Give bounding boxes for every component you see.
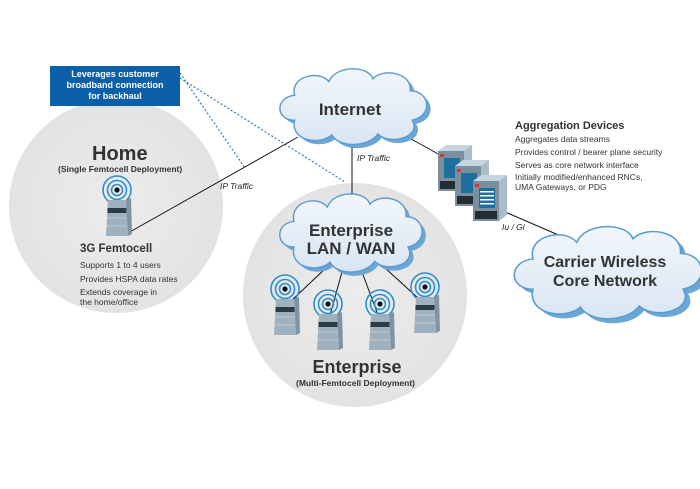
- aggregation-bullet-2: Provides control / bearer plane security: [515, 147, 663, 157]
- callout-line-2: broadband connection: [66, 80, 164, 90]
- enterprise-ip-traffic-label: IP Traffic: [357, 153, 391, 163]
- callout-line-3: for backhaul: [88, 91, 142, 101]
- callout-connector-home: [179, 72, 246, 169]
- enterprise-title: Enterprise: [312, 357, 402, 377]
- femtocell-bullet-4: the home/office: [80, 297, 138, 307]
- callout-line-1: Leverages customer: [71, 69, 159, 79]
- carrier-label-2: Core Network: [552, 273, 658, 290]
- enterprise-lan-label-1: Enterprise: [308, 221, 394, 240]
- home-subtitle: (Single Femtocell Deployment): [58, 164, 183, 174]
- enterprise-subtitle: (Multi-Femtocell Deployment): [296, 378, 416, 388]
- home-to-internet-link: [127, 136, 299, 234]
- femtocell-bullet-2: Provides HSPA data rates: [80, 274, 178, 284]
- aggregation-bullet-5: UMA Gateways, or PDG: [515, 182, 607, 192]
- femtocell-bullet-1: Supports 1 to 4 users: [80, 260, 161, 270]
- backhaul-callout: Leverages customer broadband connection …: [50, 66, 180, 106]
- home-ip-traffic-label: IP Traffic: [220, 181, 254, 191]
- femtocell-title: 3G Femtocell: [80, 243, 153, 255]
- core-interface-label: Iu / Gi: [502, 222, 525, 232]
- femtocell-bullet-3: Extends coverage in: [80, 287, 158, 297]
- enterprise-lan-label-2: LAN / WAN: [306, 239, 396, 258]
- internet-label: Internet: [318, 100, 382, 119]
- aggregation-bullet-4: Initially modified/enhanced RNCs,: [515, 172, 643, 182]
- carrier-label-1: Carrier Wireless: [543, 254, 667, 271]
- aggregation-title: Aggregation Devices: [515, 120, 625, 132]
- aggregation-server-icon-3: [473, 175, 507, 221]
- aggregation-bullet-1: Aggregates data streams: [515, 134, 610, 144]
- callout-connector-enterprise: [179, 77, 346, 183]
- home-title: Home: [92, 143, 148, 165]
- aggregation-bullet-3: Serves as core network interface: [515, 160, 639, 170]
